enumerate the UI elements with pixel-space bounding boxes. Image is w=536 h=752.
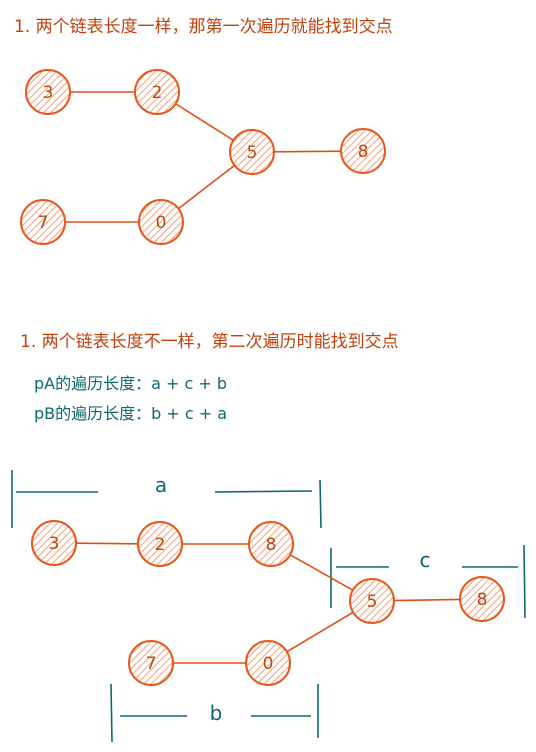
s1-node-2: 2 xyxy=(134,69,180,115)
node-label: 8 xyxy=(358,142,369,162)
node-label: 8 xyxy=(266,535,277,555)
edge-s1-node-0-s1-node-5 xyxy=(177,164,236,210)
s1-node-7: 7 xyxy=(20,199,66,245)
node-circle xyxy=(137,521,183,567)
edge-s2-node-8a-s2-node-5 xyxy=(289,554,354,591)
node-circle xyxy=(245,640,291,686)
node-label: 2 xyxy=(155,535,166,555)
brace-a-label: a xyxy=(155,473,167,497)
s1-node-5: 5 xyxy=(229,129,275,175)
section2-heading: 1. 两个链表长度不一样，第二次遍历时能找到交点 xyxy=(20,332,399,352)
node-label: 0 xyxy=(263,654,274,674)
node-circle xyxy=(349,578,395,624)
s1-node-3: 3 xyxy=(25,69,71,115)
section2-nodes: 3 2 8 5 8 7 0 xyxy=(31,520,505,686)
brace-a xyxy=(11,470,322,529)
formula-pa: pA的遍历长度：a + c + b xyxy=(34,374,227,393)
node-circle xyxy=(25,69,71,115)
node-circle xyxy=(459,576,505,622)
brace-b-label: b xyxy=(210,701,223,725)
node-circle xyxy=(138,199,184,245)
node-label: 5 xyxy=(247,143,258,163)
node-circle xyxy=(248,521,294,567)
s2-node-5: 5 xyxy=(349,578,395,624)
node-label: 0 xyxy=(156,213,167,233)
node-circle xyxy=(134,69,180,115)
edge-s1-node-2-s1-node-5 xyxy=(175,103,234,141)
section1-nodes: 3 2 5 8 7 0 xyxy=(20,69,386,245)
node-label: 5 xyxy=(367,592,378,612)
node-label: 7 xyxy=(38,213,49,233)
edge-s1-node-5-s1-node-8 xyxy=(273,150,342,153)
brace-c-label: c xyxy=(420,548,431,572)
s1-node-0: 0 xyxy=(138,199,184,245)
node-label: 3 xyxy=(43,83,54,103)
edge-s2-node-5-s2-node-8b xyxy=(393,598,461,602)
s2-node-8b: 8 xyxy=(459,576,505,622)
section1-edges xyxy=(65,91,342,223)
section1-heading: 1. 两个链表长度一样，那第一次遍历就能找到交点 xyxy=(14,17,393,37)
node-label: 2 xyxy=(152,83,163,103)
edge-s2-node-0-s2-node-5 xyxy=(286,611,354,653)
section2-edges xyxy=(75,542,461,664)
s2-node-3: 3 xyxy=(31,520,77,566)
node-circle xyxy=(340,128,386,174)
s2-node-0: 0 xyxy=(245,640,291,686)
brace-b xyxy=(110,683,319,743)
formula-pb: pB的遍历长度：b + c + a xyxy=(34,404,227,423)
node-label: 7 xyxy=(146,654,157,674)
node-label: 8 xyxy=(477,590,488,610)
s2-node-7: 7 xyxy=(128,640,174,686)
node-circle xyxy=(20,199,66,245)
s1-node-8: 8 xyxy=(340,128,386,174)
s2-node-8a: 8 xyxy=(248,521,294,567)
s2-node-2: 2 xyxy=(137,521,183,567)
edge-s2-node-3-s2-node-2 xyxy=(75,542,139,545)
node-circle xyxy=(31,520,77,566)
node-circle xyxy=(229,129,275,175)
node-label: 3 xyxy=(49,534,60,554)
node-circle xyxy=(128,640,174,686)
